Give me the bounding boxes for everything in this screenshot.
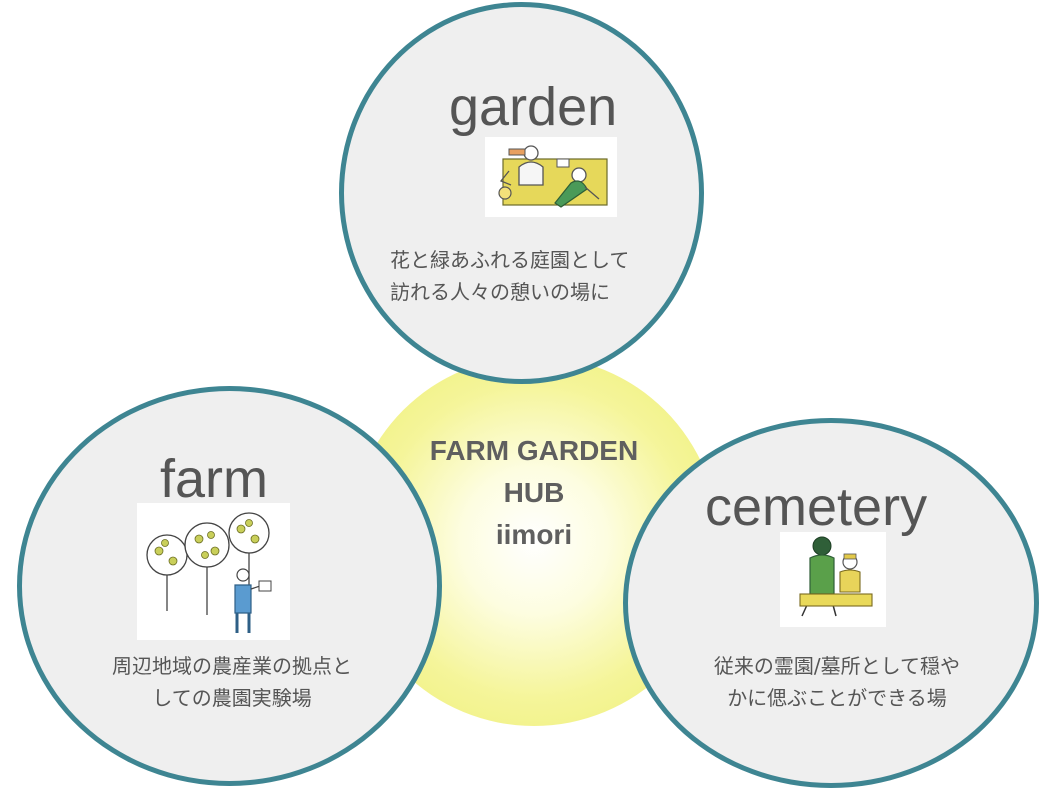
farm-desc-line-1: 周辺地域の農産業の拠点と <box>112 654 352 678</box>
farm-title: farm <box>160 449 268 509</box>
cemetery-desc-line-1: 従来の霊園/墓所として穏や <box>713 654 961 678</box>
garden-desc-line-2: 訪れる人々の憩いの場に <box>390 280 610 304</box>
cemetery-title: cemetery <box>705 477 928 537</box>
farm-circle <box>17 386 442 786</box>
farm-description: 周辺地域の農産業の拠点と しての農園実験場 <box>82 650 382 714</box>
hub-line-2: HUB <box>503 477 565 508</box>
garden-desc-line-1: 花と緑あふれる庭園として <box>390 248 630 272</box>
orchard-illustration-icon <box>137 503 290 640</box>
hub-line-1: FARM GARDEN <box>429 435 639 466</box>
hub-line-3: iimori <box>495 519 573 550</box>
cemetery-description: 従来の霊園/墓所として穏や かに偲ぶことができる場 <box>694 650 980 714</box>
farm-desc-line-2: しての農園実験場 <box>152 686 312 710</box>
garden-description: 花と緑あふれる庭園として 訪れる人々の憩いの場に <box>390 244 629 308</box>
garden-title: garden <box>449 77 618 137</box>
picnic-illustration-icon <box>485 137 617 217</box>
cemetery-desc-line-2: かに偲ぶことができる場 <box>727 686 947 710</box>
hub-label: FARM GARDEN HUB iimori <box>349 430 719 556</box>
memorial-bench-illustration-icon <box>780 532 886 627</box>
